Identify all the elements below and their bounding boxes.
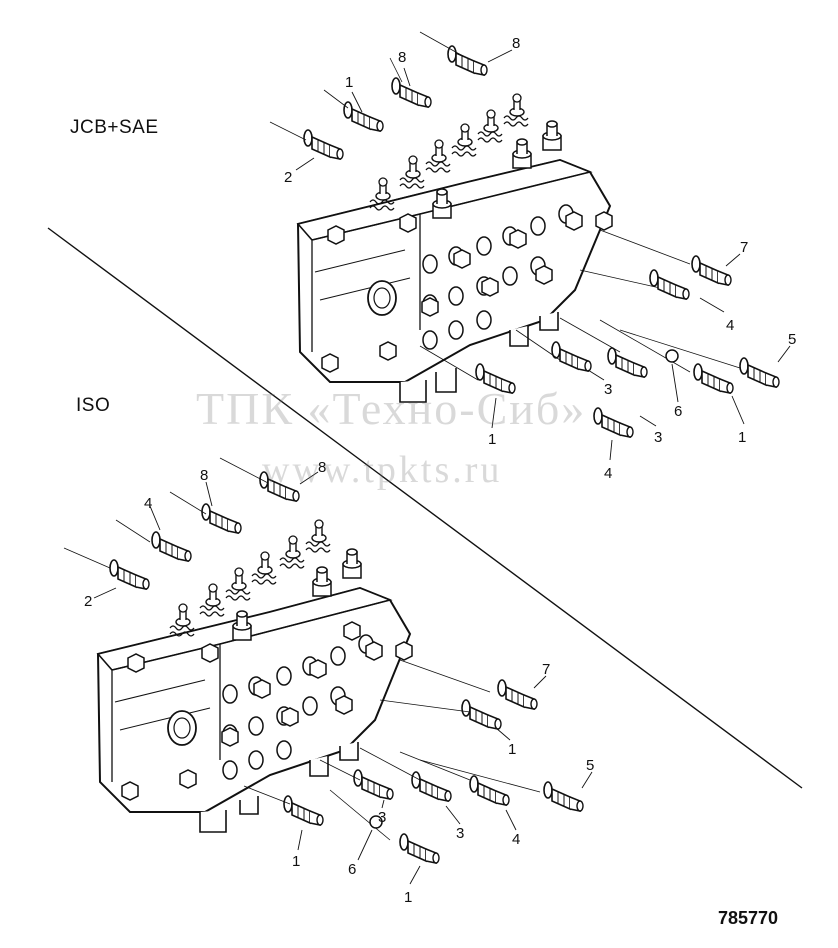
callout-top-8a: 8 (512, 35, 520, 52)
callout-top-4b: 4 (604, 465, 612, 482)
valve-block-top (296, 93, 613, 403)
plug-6-top (665, 349, 679, 363)
callout-top-8b: 8 (398, 49, 406, 66)
fitting-4-bottom (151, 531, 192, 562)
callouts-bottom: 8 8 4 2 7 1 5 3 3 4 1 6 1 (84, 459, 594, 906)
fitting-4b-bottom (469, 775, 510, 806)
callout-top-6: 6 (674, 403, 682, 420)
figure-number: 785770 (718, 908, 779, 928)
fitting-1-top (343, 101, 384, 132)
callout-top-7: 7 (740, 239, 748, 256)
section-label-jcb-sae: JCB+SAE (70, 117, 159, 138)
callout-bottom-3a: 3 (378, 809, 386, 826)
callout-bottom-1a: 1 (508, 741, 516, 758)
fitting-3b-top (607, 347, 648, 378)
fitting-1-bottom (461, 699, 502, 730)
callout-bottom-8b: 8 (200, 467, 208, 484)
callout-top-1c: 1 (488, 431, 496, 448)
callout-bottom-1c: 1 (404, 889, 412, 906)
fitting-1b-top (693, 363, 734, 394)
fitting-3b-bottom (411, 771, 452, 802)
fitting-1c-top (475, 363, 516, 394)
fitting-5-bottom (543, 781, 584, 812)
fitting-1c-bottom (399, 833, 440, 864)
callout-bottom-1b: 1 (292, 853, 300, 870)
fitting-8a-top (447, 45, 488, 76)
fitting-2-top (303, 129, 344, 160)
fitting-3a-top (551, 341, 592, 372)
fitting-2-bottom (109, 559, 150, 590)
callout-bottom-3b: 3 (456, 825, 464, 842)
callout-bottom-5: 5 (586, 757, 594, 774)
callout-top-1b: 1 (738, 429, 746, 446)
fitting-3a-bottom (353, 769, 394, 800)
fitting-8b-top (391, 77, 432, 108)
fitting-7-bottom (497, 679, 538, 710)
callout-top-5: 5 (788, 331, 796, 348)
callout-bottom-4a: 4 (144, 495, 152, 512)
callout-top-3b: 3 (654, 429, 662, 446)
callout-bottom-7: 7 (542, 661, 550, 678)
fitting-5-top (739, 357, 780, 388)
callouts-top: 8 8 1 2 7 4 5 3 3 6 1 1 4 (284, 35, 796, 482)
callout-bottom-2: 2 (84, 593, 92, 610)
callout-bottom-8a: 8 (318, 459, 326, 476)
plug-6-bottom (369, 815, 383, 829)
valve-block-bottom (96, 519, 413, 833)
callout-leaders (93, 49, 791, 885)
callout-top-3a: 3 (604, 381, 612, 398)
fitting-8b-bottom (201, 503, 242, 534)
fitting-4b-top (593, 407, 634, 438)
section-divider-line (47, 227, 803, 789)
callout-bottom-4b: 4 (512, 831, 520, 848)
fitting-4-top (649, 269, 690, 300)
fitting-7-top (691, 255, 732, 286)
callout-bottom-6: 6 (348, 861, 356, 878)
callout-top-4a: 4 (726, 317, 734, 334)
fitting-8a-bottom (259, 471, 300, 502)
fittings-bottom (63, 457, 541, 841)
callout-top-1a: 1 (345, 74, 353, 91)
fittings-top (269, 31, 741, 381)
section-label-iso: ISO (76, 395, 111, 416)
fitting-1b-bottom (283, 795, 324, 826)
callout-top-2: 2 (284, 169, 292, 186)
